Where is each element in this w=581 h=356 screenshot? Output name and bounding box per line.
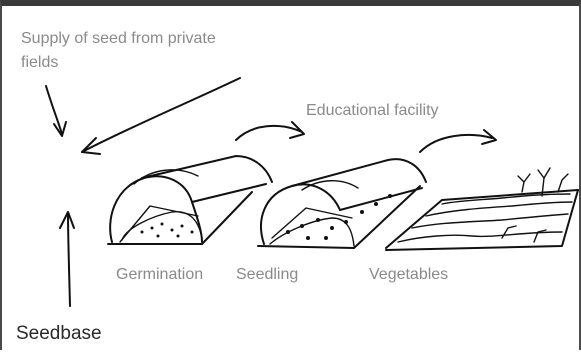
seedbase-label: Seedbase (16, 322, 102, 346)
educational-arrow (82, 78, 240, 154)
germination-to-seedling-arrow (236, 122, 304, 140)
supply-label: Supply of seed from private fields (21, 27, 221, 75)
vegetables-label: Vegetables (369, 265, 448, 285)
germination-tunnel (108, 156, 272, 244)
educational-facility-label: Educational facility (306, 101, 439, 121)
germination-label: Germination (116, 265, 203, 285)
seedling-to-vegetables-arrow (420, 130, 496, 152)
seedling-label: Seedling (236, 265, 298, 285)
seedbase-arrow (60, 212, 74, 306)
supply-arrow (46, 86, 66, 136)
vegetables-bed (386, 168, 578, 250)
